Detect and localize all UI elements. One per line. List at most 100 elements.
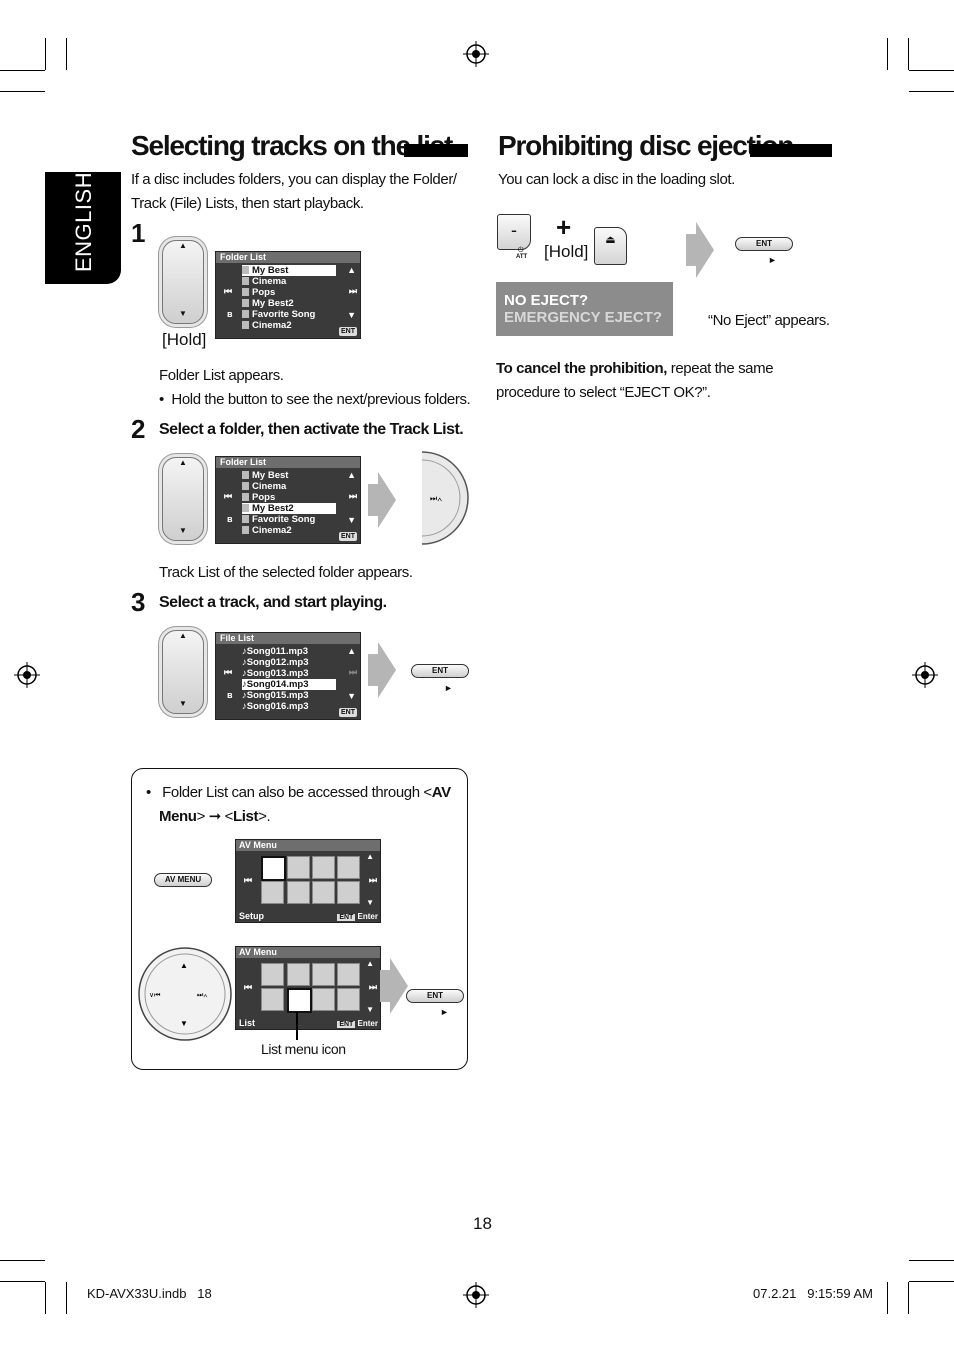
setup-menu-icon[interactable] (261, 963, 284, 986)
svg-text:∨⏮: ∨⏮ (149, 992, 160, 999)
folder-icon (242, 471, 249, 479)
previous-icon: ⏮ (224, 286, 233, 296)
registration-mark-icon (463, 41, 489, 67)
list-menu-icon[interactable] (287, 881, 310, 904)
list-item[interactable]: ♪Song014.mp3 (242, 679, 336, 690)
intro-text: If a disc includes folders, you can disp… (131, 171, 457, 212)
section-title: Prohibiting disc ejection (498, 130, 794, 161)
down-arrow-icon: ▼ (179, 309, 187, 318)
eject-button[interactable]: ⏏ (594, 227, 627, 265)
display-menu-icon[interactable] (261, 881, 284, 904)
registration-mark-icon (14, 662, 40, 688)
bluetooth-menu-icon[interactable] (312, 988, 335, 1011)
proceed-arrow-icon (380, 958, 408, 1014)
list-item[interactable]: ♪Song015.mp3 (242, 690, 309, 701)
av-menu-button[interactable]: AV MENU (154, 873, 212, 887)
list-item[interactable]: My Best (242, 470, 336, 481)
list-item[interactable]: ♪Song013.mp3 (242, 668, 309, 679)
step1-bullet: • Hold the button to see the next/previo… (159, 391, 471, 408)
list-item[interactable]: Cinema (242, 481, 336, 492)
enter-hint: ENT Enter (337, 1019, 378, 1028)
status-line-2: EMERGENCY EJECT? (504, 309, 663, 326)
folder-icon (242, 299, 249, 307)
hold-label: [Hold] (162, 330, 207, 349)
screen-title: Folder List (216, 252, 360, 263)
hold-label: [Hold] (544, 242, 589, 261)
note-box (131, 768, 468, 1070)
enter-hint: ENT Enter (337, 912, 378, 921)
screen-title: AV Menu (236, 947, 380, 958)
eject-status-display: NO EJECT? EMERGENCY EJECT? (496, 282, 673, 336)
next-icon: ⏭ (368, 875, 377, 885)
list-item[interactable]: Cinema (242, 276, 336, 287)
title-bar-decoration (750, 144, 832, 157)
appears-text: “No Eject” appears. (708, 312, 830, 329)
folder-icon (242, 310, 249, 318)
power-icon: ⏻ (518, 247, 524, 254)
mode-menu-icon[interactable] (337, 856, 360, 879)
folder-icon (242, 288, 249, 296)
step2-result: Track List of the selected folder appear… (159, 564, 413, 581)
list-item[interactable]: ♪Song012.mp3 (242, 657, 309, 668)
ent-button[interactable]: ENT (411, 664, 469, 678)
list-item[interactable]: Favorite Song (242, 309, 336, 320)
section-title: Selecting tracks on the list (131, 130, 453, 161)
step-number: 1 (131, 218, 146, 248)
scroll-down-icon: ▼ (366, 1005, 374, 1014)
list-item[interactable]: Favorite Song (242, 514, 336, 525)
list-item[interactable]: Pops (242, 287, 336, 298)
up-arrow-icon: ▲ (179, 241, 187, 250)
proceed-arrow-icon (686, 222, 714, 278)
screen-title: Folder List (216, 457, 360, 468)
ent-indicator: ENT (339, 708, 357, 717)
folder-icon (242, 482, 249, 490)
previous-icon: ⏮ (244, 875, 253, 885)
list-item[interactable]: My Best2 (242, 298, 336, 309)
scroll-up-icon: ▲ (366, 852, 374, 861)
display-menu-icon[interactable] (261, 988, 284, 1011)
ent-button[interactable]: ENT (406, 989, 464, 1003)
ent-indicator: ENT (339, 532, 357, 541)
mode-menu-icon[interactable] (337, 963, 360, 986)
list-menu-icon[interactable] (287, 988, 312, 1013)
folder-icon (242, 515, 249, 523)
att-label: ATT (516, 254, 528, 260)
callout-label: List menu icon (261, 1041, 346, 1057)
status-line-1: NO EJECT? (504, 292, 589, 309)
folder-icon (242, 266, 249, 274)
sound-menu-icon[interactable] (312, 856, 335, 879)
control-dial-icon[interactable]: ▲ ▼ ∨⏮ ⏭∧ (137, 946, 233, 1042)
up-down-rocker-button[interactable]: ▲ ▼ (162, 630, 204, 714)
sound-menu-icon[interactable] (312, 963, 335, 986)
up-down-rocker-button[interactable]: ▲ ▼ (162, 457, 204, 541)
plus-sign: + (556, 212, 572, 242)
equalizer-menu-icon[interactable] (287, 963, 310, 986)
list-item[interactable]: Cinema2 (242, 320, 336, 331)
list-item[interactable]: Cinema2 (242, 525, 336, 536)
proceed-arrow-icon (368, 642, 396, 698)
folder-icon (242, 493, 249, 501)
list-item[interactable]: My Best2 (242, 503, 336, 514)
step-label: Select a folder, then activate the Track… (159, 421, 464, 438)
folder-icon (242, 526, 249, 534)
bluetooth-menu-icon[interactable] (312, 881, 335, 904)
setup-menu-icon[interactable] (261, 856, 286, 881)
note-text: • Folder List can also be accessed throu… (146, 784, 451, 825)
control-dial-icon[interactable]: ⏭∧ (418, 450, 470, 546)
list-item[interactable]: ♪Song011.mp3 (242, 646, 308, 657)
ent-button[interactable]: ENT (735, 237, 793, 251)
svg-text:▼: ▼ (180, 1019, 188, 1028)
att-button[interactable]: - (497, 214, 531, 250)
list-item[interactable]: Pops (242, 492, 336, 503)
folder-icon (242, 504, 249, 512)
equalizer-menu-icon[interactable] (287, 856, 310, 879)
file-list-screen: File List ♪Song011.mp3 ♪Song012.mp3 ♪Son… (215, 632, 361, 720)
list-item[interactable]: ♪Song016.mp3 (242, 701, 309, 712)
up-down-rocker-button[interactable]: ▲ ▼ (162, 240, 204, 324)
disc-settings-menu-icon[interactable] (337, 881, 360, 904)
av-menu-screen-list: AV Menu ⏮ ▲ ⏭ ▼ List ENT Enter (235, 946, 381, 1030)
list-item[interactable]: My Best (242, 265, 336, 276)
timestamp: 07.2.21 9:15:59 AM (753, 1286, 873, 1301)
disc-settings-menu-icon[interactable] (337, 988, 360, 1011)
folder-list-screen: Folder List My Best Cinema Pops My Best2… (215, 251, 361, 339)
